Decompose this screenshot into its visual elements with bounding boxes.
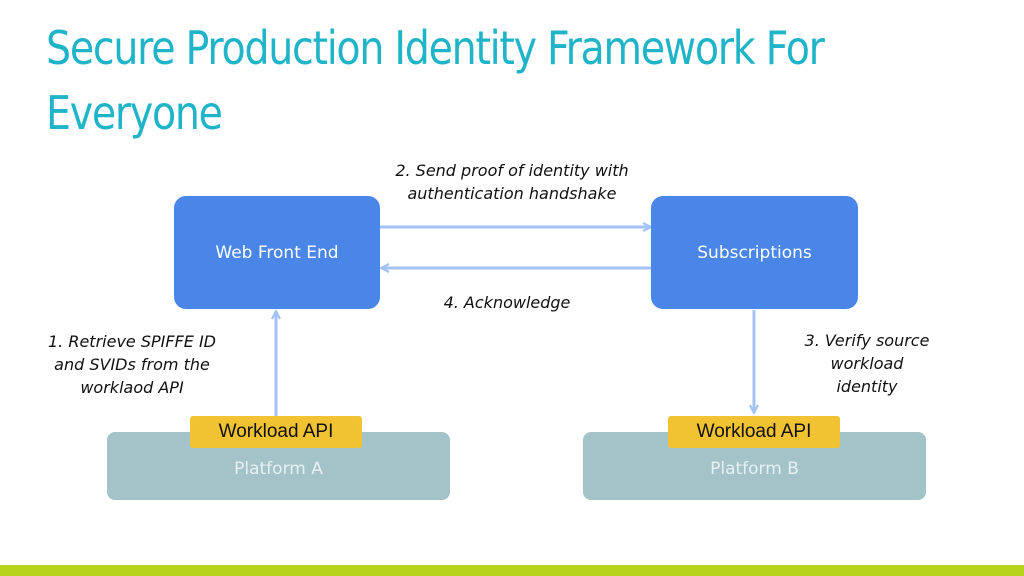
slide-title-line-1: Secure Production Identity Framework For bbox=[46, 21, 825, 75]
edge-label-acknowledge: 4. Acknowledge bbox=[407, 291, 607, 314]
workload-api-b-label: Workload API bbox=[696, 421, 812, 442]
edge-label-verify-line-2: workload bbox=[830, 354, 904, 373]
web-front-end-label: Web Front End bbox=[215, 242, 339, 263]
edge-label-handshake-line-1: 2. Send proof of identity with bbox=[395, 161, 629, 180]
edge-label-verify-line-3: identity bbox=[836, 377, 898, 396]
edge-label-retrieve-line-3: worklaod API bbox=[80, 378, 184, 397]
subscriptions-node: Subscriptions bbox=[651, 196, 858, 309]
edge-label-verify-line-1: 3. Verify source bbox=[804, 331, 930, 350]
platform-a-label: Platform A bbox=[234, 459, 323, 479]
edge-label-retrieve-line-2: and SVIDs from the bbox=[54, 355, 210, 374]
subscriptions-label: Subscriptions bbox=[697, 242, 812, 263]
platform-b-label: Platform B bbox=[710, 459, 799, 479]
bottom-accent-bar bbox=[0, 565, 1024, 576]
workload-api-a-label: Workload API bbox=[218, 421, 334, 442]
edge-label-verify: 3. Verify source workload identity bbox=[797, 329, 937, 398]
slide-title: Secure Production Identity Framework For… bbox=[46, 16, 825, 146]
web-front-end-node: Web Front End bbox=[174, 196, 380, 309]
edge-label-retrieve-line-1: 1. Retrieve SPIFFE ID bbox=[47, 332, 216, 351]
edge-label-retrieve: 1. Retrieve SPIFFE ID and SVIDs from the… bbox=[32, 330, 232, 399]
workload-api-a: Workload API bbox=[190, 416, 362, 448]
edge-label-handshake-line-2: authentication handshake bbox=[407, 184, 617, 203]
workload-api-b: Workload API bbox=[668, 416, 840, 448]
slide-title-line-2: Everyone bbox=[46, 86, 223, 140]
edge-label-acknowledge-text: 4. Acknowledge bbox=[443, 293, 571, 312]
edge-label-handshake: 2. Send proof of identity with authentic… bbox=[372, 159, 652, 205]
